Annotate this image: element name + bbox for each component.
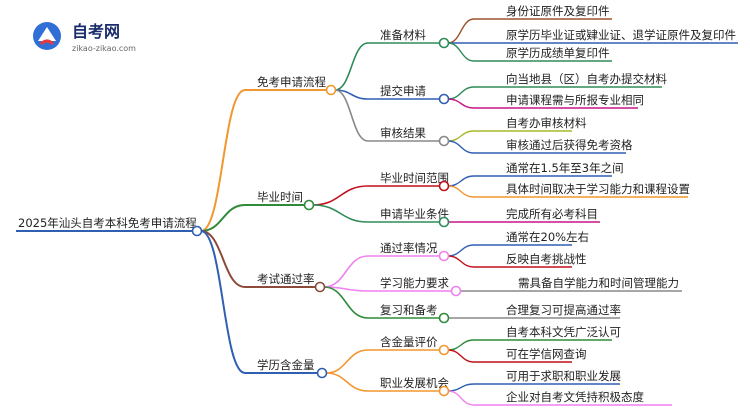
connector-line: [323, 286, 369, 319]
node-toggle-icon[interactable]: [438, 93, 450, 105]
node-toggle-icon[interactable]: [438, 216, 450, 228]
mindmap-edges: [200, 18, 486, 406]
leaf-node-label: 身份证原件及复印件: [506, 4, 610, 18]
topic-node-label: 通过率情况: [380, 241, 438, 255]
topic-node-label: 学习能力要求: [380, 276, 449, 290]
connector-line: [447, 130, 475, 142]
leaf-node-label: 申请课程需与所报专业相同: [506, 93, 644, 107]
node-toggle-icon[interactable]: [438, 180, 450, 192]
connector-line: [447, 140, 475, 154]
node-toggle-icon[interactable]: [438, 344, 450, 356]
connector-line: [200, 204, 246, 232]
leaf-node-label: 反映自考挑战性: [506, 252, 587, 266]
node-toggle-icon[interactable]: [191, 225, 203, 237]
leaf-node-label: 可在学信网查询: [506, 347, 587, 361]
leaf-node-label: 原学历毕业证或肄业证、退学证原件及复印件: [506, 28, 736, 42]
topic-node-label: 提交申请: [380, 84, 426, 98]
connector-line: [325, 372, 369, 392]
node-toggle-icon[interactable]: [438, 135, 450, 147]
node-toggle-icon[interactable]: [314, 281, 326, 293]
connector-line: [447, 98, 475, 109]
node-toggle-icon[interactable]: [450, 285, 462, 297]
node-toggle-icon[interactable]: [438, 312, 450, 324]
node-toggle-icon[interactable]: [438, 37, 450, 49]
topic-node-label: 职业发展机会: [380, 376, 449, 390]
logo-mark-icon: [38, 27, 56, 41]
topic-node-label: 准备材料: [380, 28, 426, 42]
leaf-node-label: 具体时间取决于学习能力和课程设置: [506, 182, 690, 196]
leaf-node-label: 可用于求职和职业发展: [506, 369, 621, 383]
connector-line: [447, 255, 475, 268]
connector-line: [200, 230, 246, 288]
site-logo: 自考网 zikao-zikao.com: [33, 22, 136, 53]
branch-node-label: 免考申请流程: [257, 75, 326, 89]
node-toggle-icon[interactable]: [438, 250, 450, 262]
node-toggle-icon[interactable]: [325, 84, 337, 96]
connector-line: [334, 89, 369, 142]
branch-node-label: 考试通过率: [257, 272, 315, 286]
leaf-node-label: 审核通过后获得免考资格: [506, 138, 633, 152]
leaf-node-label: 自考本科文凭广泛认可: [506, 325, 621, 339]
connector-line: [325, 349, 369, 374]
node-toggle-icon[interactable]: [303, 199, 315, 211]
connector-line: [447, 383, 475, 392]
topic-node-label: 申请毕业条件: [380, 207, 449, 221]
leaf-node-label: 通常在20%左右: [506, 230, 589, 244]
connector-line: [447, 349, 475, 363]
logo-url: zikao-zikao.com: [72, 44, 136, 53]
leaf-node-label: 向当地县（区）自考办提交材料: [506, 72, 667, 86]
connector-line: [200, 230, 246, 374]
node-toggle-icon[interactable]: [316, 367, 328, 379]
connector-line: [200, 89, 246, 232]
connector-line: [312, 204, 369, 223]
connector-line: [447, 175, 475, 187]
connector-line: [312, 185, 369, 206]
connector-line: [447, 244, 475, 257]
leaf-node-label: 需具备自学能力和时间管理能力: [518, 276, 679, 290]
connector-line: [323, 255, 369, 288]
leaf-node-label: 完成所有必考科目: [506, 207, 598, 221]
connector-line: [447, 185, 475, 198]
connector-line: [447, 42, 475, 62]
node-toggle-icon[interactable]: [438, 385, 450, 397]
branch-node-label: 学历含金量: [257, 358, 315, 372]
logo-swoosh-icon: [39, 39, 55, 46]
topic-node-label: 复习和备考: [380, 303, 438, 317]
topic-node-label: 审核结果: [380, 126, 426, 140]
leaf-node-label: 通常在1.5年至3年之间: [506, 161, 624, 175]
leaf-node-label: 企业对自考文凭持积极态度: [506, 390, 644, 404]
logo-title: 自考网: [72, 22, 120, 41]
topic-node-label: 含金量评价: [380, 335, 438, 349]
leaf-node-label: 合理复习可提高通过率: [506, 303, 621, 317]
mindmap-nodes: 2025年汕头自考本科免考申请流程 免考申请流程 准备材料 身份证原件及复印件原学历毕…: [16, 4, 738, 406]
leaf-node-label: 自考办审核材料: [506, 116, 587, 130]
connector-line: [334, 42, 369, 91]
root-node-label: 2025年汕头自考本科免考申请流程: [18, 216, 197, 230]
connector-line: [447, 86, 475, 100]
connector-line: [447, 18, 475, 44]
branch-node-label: 毕业时间: [257, 190, 303, 204]
leaf-node-label: 原学历成绩单复印件: [506, 46, 610, 60]
topic-node-label: 毕业时间范围: [380, 171, 449, 185]
connector-line: [447, 339, 475, 351]
connector-line: [447, 390, 475, 406]
